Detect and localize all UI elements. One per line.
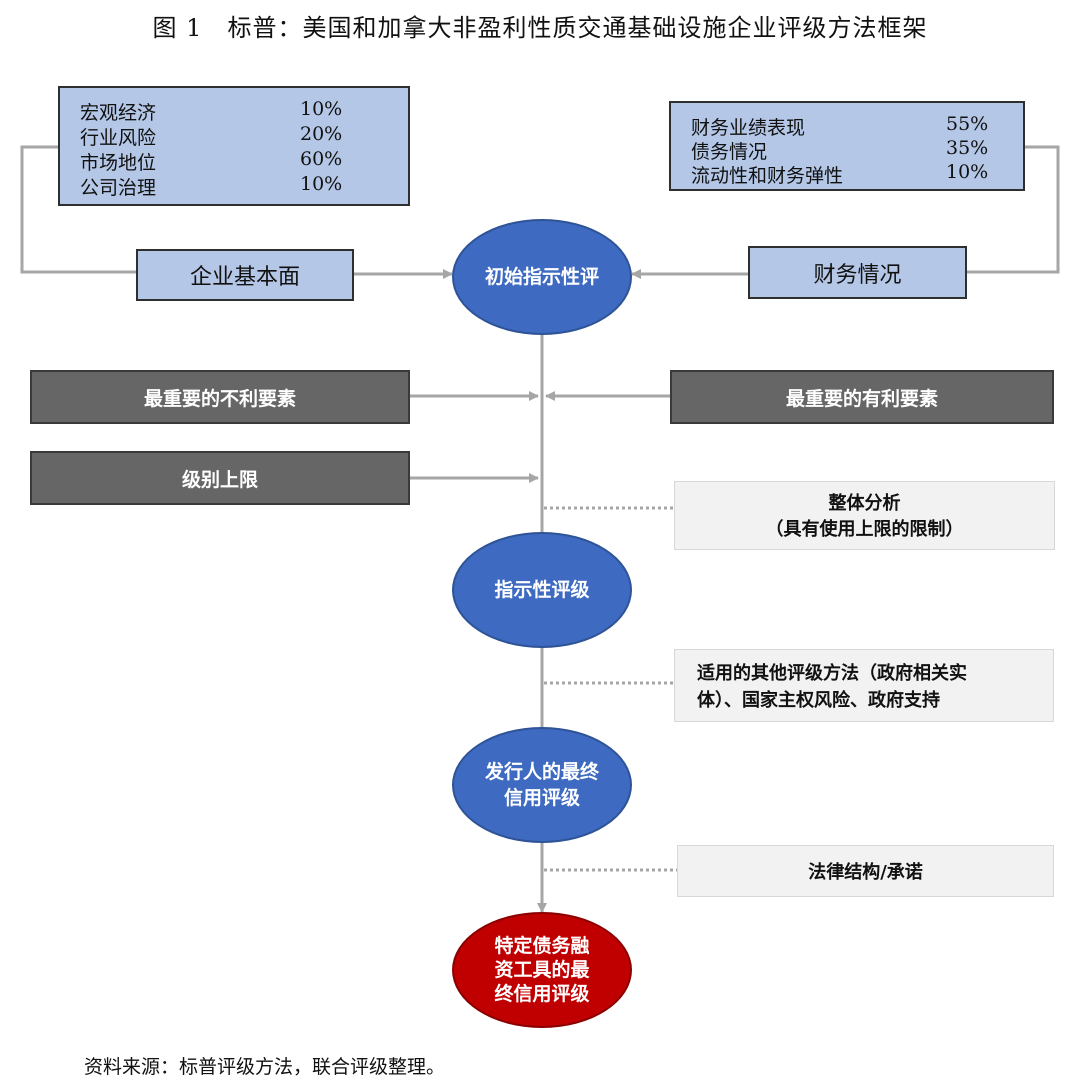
- negative-factors-box: 最重要的不利要素: [30, 370, 410, 424]
- factor-weight: 35%: [946, 137, 989, 159]
- financial-factors-box: 财务业绩表现 55% 债务情况 35% 流动性和财务弹性 10%: [669, 101, 1025, 191]
- financial-profile-box: 财务情况: [748, 246, 967, 299]
- other-methods-box: 适用的其他评级方法（政府相关实 体）、国家主权风险、政府支持: [674, 649, 1054, 722]
- issuer-rating-line-1: 发行人的最终: [484, 761, 599, 783]
- indicative-rating-ellipse: 指示性评级: [452, 532, 632, 648]
- issue-rating-line-2: 资工具的最: [494, 959, 590, 981]
- factor-label: 债务情况: [691, 141, 768, 163]
- legal-structure-box: 法律结构/承诺: [677, 845, 1054, 897]
- figure-title: 图 1 标普：美国和加拿大非盈利性质交通基础设施企业评级方法框架: [152, 14, 928, 42]
- financial-factor-row: 流动性和财务弹性 10%: [691, 161, 1013, 187]
- factor-weight: 55%: [946, 113, 989, 135]
- issue-rating-line-1: 特定债务融: [494, 935, 590, 957]
- rating-cap-box: 级别上限: [30, 451, 410, 505]
- right-bracket-line: [967, 145, 1060, 274]
- factor-weight: 20%: [300, 123, 343, 145]
- left-bracket-line: [20, 145, 137, 274]
- financial-factor-row: 财务业绩表现 55%: [691, 113, 1013, 139]
- holistic-line-2: （具有使用上限的限制）: [765, 519, 964, 540]
- issue-rating-line-3: 终信用评级: [494, 983, 590, 1005]
- factor-label: 宏观经济: [80, 102, 157, 124]
- factor-weight: 10%: [300, 173, 343, 195]
- issue-rating-ellipse: 特定债务融 资工具的最 终信用评级: [452, 912, 632, 1028]
- initial-rating-ellipse: 初始指示性评: [452, 219, 632, 335]
- issuer-rating-line-2: 信用评级: [503, 787, 580, 809]
- business-factor-row: 市场地位 60%: [80, 148, 398, 174]
- factor-label: 行业风险: [80, 127, 157, 149]
- business-factors-box: 宏观经济 10% 行业风险 20% 市场地位 60% 公司治理 10%: [58, 86, 410, 206]
- positive-factors-box: 最重要的有利要素: [670, 370, 1054, 424]
- factor-label: 公司治理: [80, 177, 157, 199]
- business-profile-box: 企业基本面: [136, 249, 354, 301]
- factor-label: 财务业绩表现: [691, 117, 806, 139]
- factor-label: 流动性和财务弹性: [691, 165, 844, 187]
- factor-label: 市场地位: [80, 152, 157, 174]
- holistic-analysis-box: 整体分析 （具有使用上限的限制）: [674, 481, 1055, 550]
- issuer-rating-ellipse: 发行人的最终 信用评级: [452, 727, 632, 843]
- holistic-line-1: 整体分析: [828, 493, 901, 514]
- business-factor-row: 公司治理 10%: [80, 173, 398, 199]
- other-methods-line-1: 适用的其他评级方法（政府相关实: [697, 663, 967, 684]
- factor-weight: 60%: [300, 148, 343, 170]
- financial-factor-row: 债务情况 35%: [691, 137, 1013, 163]
- business-factor-row: 行业风险 20%: [80, 123, 398, 149]
- business-factor-row: 宏观经济 10%: [80, 98, 398, 124]
- factor-weight: 10%: [300, 98, 343, 120]
- source-note: 资料来源：标普评级方法，联合评级整理。: [84, 1056, 446, 1078]
- other-methods-line-2: 体）、国家主权风险、政府支持: [697, 690, 940, 711]
- factor-weight: 10%: [946, 161, 989, 183]
